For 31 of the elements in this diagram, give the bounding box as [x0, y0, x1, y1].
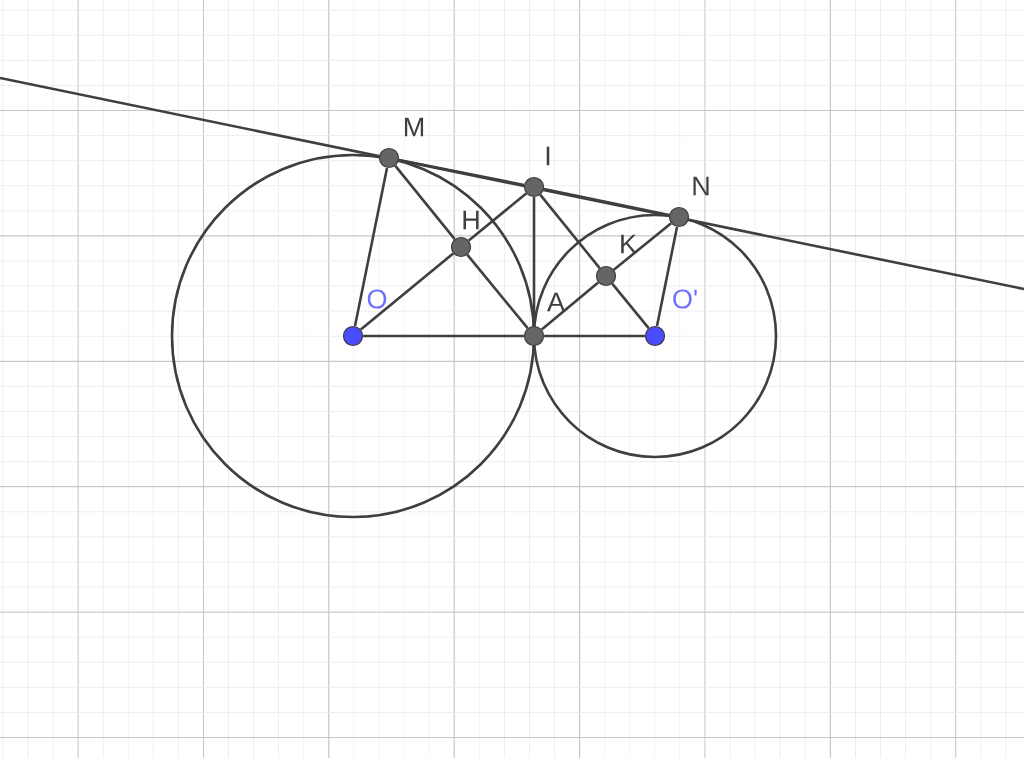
segment — [655, 226, 679, 327]
point-label: I — [546, 146, 550, 166]
point — [450, 236, 472, 258]
point-label: N — [693, 176, 709, 196]
segment — [540, 281, 600, 331]
point-label: A — [547, 292, 565, 312]
point — [523, 325, 545, 347]
segment — [539, 194, 601, 269]
point — [342, 325, 364, 347]
segment — [543, 187, 670, 217]
point-label: O — [367, 289, 387, 309]
point-label: H — [463, 210, 479, 230]
segment — [363, 334, 524, 338]
segment — [359, 252, 455, 331]
point — [378, 147, 400, 169]
segment — [468, 192, 528, 242]
point — [595, 265, 617, 287]
point — [668, 206, 690, 228]
point-label: K — [621, 234, 637, 254]
segment — [611, 283, 650, 329]
segment — [544, 334, 645, 338]
segment — [613, 222, 672, 271]
segment — [398, 158, 525, 187]
segment — [394, 165, 456, 240]
point — [523, 176, 545, 198]
point-label: M — [404, 117, 424, 137]
point — [644, 325, 666, 347]
point-label: O' — [673, 289, 697, 309]
segment — [532, 197, 536, 326]
segment — [353, 167, 389, 327]
segment — [466, 253, 529, 329]
